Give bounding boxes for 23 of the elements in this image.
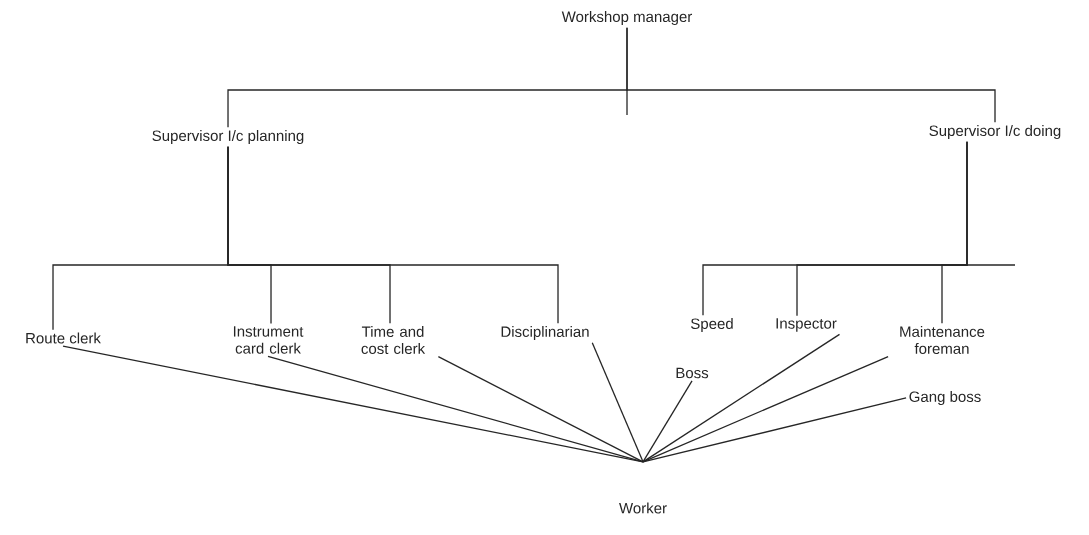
- role-label: Instrument card clerk: [233, 326, 304, 354]
- role-label: Speed: [691, 318, 733, 332]
- role-label: Time and cost clerk: [361, 326, 426, 354]
- connector-line: [626, 27, 996, 123]
- role-label: Workshop manager: [561, 11, 693, 25]
- connector-line: [437, 356, 644, 463]
- connector-line: [591, 342, 644, 463]
- role-label: Worker: [619, 502, 667, 514]
- connector-line: [227, 146, 559, 324]
- connector-line: [642, 397, 907, 463]
- connector-line: [642, 380, 693, 463]
- connector-line: [642, 333, 841, 463]
- role-label: Inspector: [776, 318, 837, 332]
- role-label: Supervisor I/c planning: [152, 130, 304, 144]
- role-label: Supervisor I/c doing: [929, 125, 1061, 139]
- role-label: Disciplinarian: [501, 326, 589, 340]
- role-label: Boss: [676, 367, 709, 379]
- role-label: Gang boss: [909, 391, 981, 405]
- connector-line: [941, 141, 968, 324]
- connector-line: [267, 355, 644, 463]
- role-label: Route clerk: [26, 332, 101, 344]
- role-label: Maintenance foreman: [900, 326, 985, 354]
- connector-line: [642, 356, 889, 463]
